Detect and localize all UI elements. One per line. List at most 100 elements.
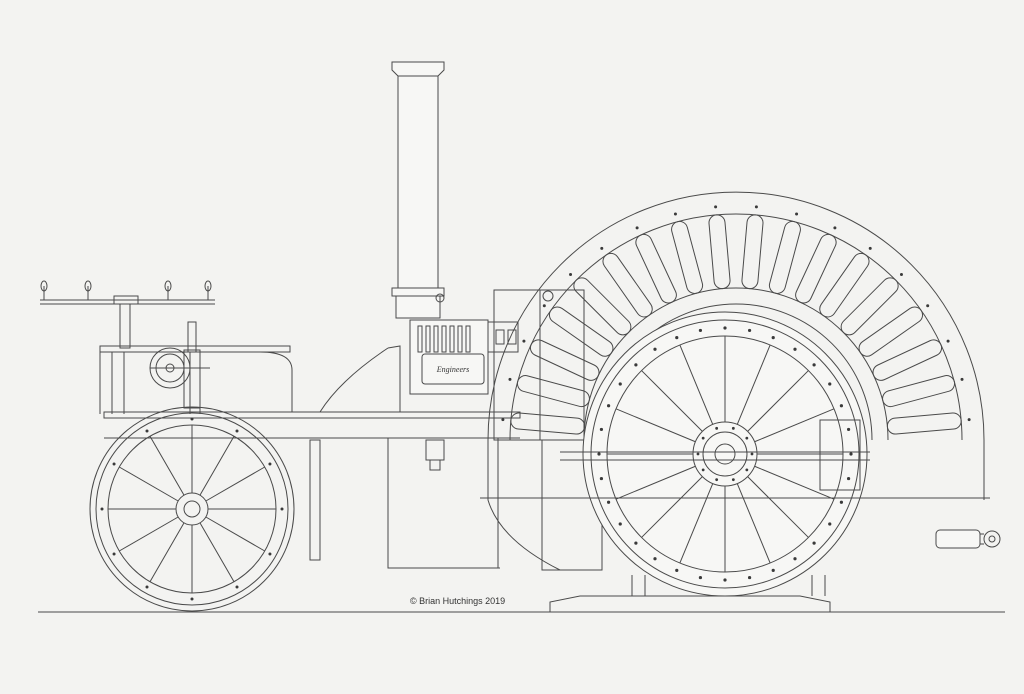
front-rim-bolt [190, 417, 194, 421]
paddle-slot [741, 214, 764, 290]
paddle-slot [840, 277, 899, 336]
rear-rim-rivet [839, 500, 844, 504]
base-plate [549, 575, 831, 612]
rear-axle-bar [480, 419, 990, 499]
paddle-slot [516, 375, 590, 408]
rear-spoke [679, 344, 714, 425]
paddle-rivet [542, 304, 546, 308]
rear-hub-bolt [715, 426, 719, 430]
front-rim-bolt [145, 585, 149, 589]
rear-wheel-spokes [607, 336, 843, 572]
paddle-slot [573, 277, 632, 336]
boiler [103, 345, 521, 569]
rear-hub-bolt [715, 478, 719, 482]
rear-rim-rivet [849, 452, 853, 456]
rear-rim-rivet [675, 568, 679, 573]
paddle-rivet [501, 418, 505, 422]
steering-gear [40, 280, 293, 414]
front-wheel [89, 406, 295, 612]
rear-rim-rivet [606, 500, 611, 504]
front-rim-bolt [145, 429, 149, 433]
rear-spoke [641, 370, 703, 432]
rear-hub-bolt [745, 468, 749, 472]
rear-rim-rivet [618, 382, 622, 386]
rear-spoke [736, 483, 771, 564]
paddle-slot [768, 220, 801, 294]
rear-rim-rivet [599, 476, 604, 481]
rear-spoke [754, 465, 835, 500]
paddle-slot [795, 233, 837, 304]
paddle-rivet [600, 246, 604, 250]
drawbar [935, 529, 1001, 549]
plate-engineers-text: Engineers [436, 365, 469, 374]
paddle-slot [510, 412, 586, 435]
rear-spoke [747, 476, 809, 538]
paddle-slot [872, 339, 943, 381]
rear-rim-rivet [634, 541, 638, 545]
front-spoke [199, 436, 235, 496]
front-spoke [199, 522, 235, 582]
paddle-slot [635, 233, 677, 304]
rear-hub-bolt [701, 436, 705, 440]
rear-rim-rivet [675, 335, 679, 340]
paddle-slot [548, 306, 614, 357]
rear-rim-rivet [747, 328, 752, 333]
front-rim-bolt [280, 507, 284, 511]
paddle-rivet [508, 377, 512, 381]
rear-hub-bolt [750, 452, 754, 456]
paddle-slot [886, 412, 962, 435]
paddle-rivet [926, 304, 930, 308]
front-spoke [205, 516, 265, 552]
rear-rim-rivet [771, 335, 775, 340]
rear-spoke [747, 370, 809, 432]
paddle-slot [529, 339, 600, 381]
paddle-rivet [967, 418, 971, 422]
paddle-rivet [673, 212, 677, 216]
rear-spoke [615, 408, 696, 443]
rear-spoke [641, 476, 703, 538]
paddle-rivet [960, 377, 964, 381]
paddle-rivet [833, 226, 837, 230]
rear-rim-rivet [599, 427, 604, 432]
front-spoke [149, 522, 185, 582]
front-rim-bolt [100, 507, 104, 511]
front-rim-bolt [235, 429, 239, 433]
front-spoke [149, 436, 185, 496]
paddle-slot [602, 252, 653, 318]
paddle-rivet [899, 273, 903, 277]
paddle-rivet [795, 212, 799, 216]
rear-rim-rivet [828, 382, 832, 386]
rear-rim-rivet [828, 522, 832, 526]
front-rim-bolt [190, 597, 194, 601]
paddle-rivet [635, 226, 639, 230]
paddle-rivet [946, 339, 950, 343]
rear-rim-rivet [812, 363, 816, 367]
front-rim-bolt [268, 462, 272, 466]
rear-rim-rivet [846, 427, 851, 432]
rear-rim-rivet [653, 347, 657, 351]
maker-plate: Engineers [421, 353, 485, 385]
front-spoke [119, 466, 179, 502]
rear-rim-rivet [723, 578, 727, 582]
rear-spoke [736, 344, 771, 425]
front-wheel-spokes [100, 417, 284, 601]
rear-rim-rivet [846, 476, 851, 481]
rear-rim-rivet [747, 575, 752, 580]
rear-hub-bolt [731, 426, 735, 430]
paddle-rivet [569, 273, 573, 277]
rear-rim-rivet [597, 452, 601, 456]
paddle-rivet [522, 339, 526, 343]
rear-hub-bolt [701, 468, 705, 472]
front-spoke [205, 466, 265, 502]
rear-wheel-rivets [597, 326, 853, 582]
paddle-slot [819, 252, 870, 318]
rear-rim-rivet [618, 522, 622, 526]
paddle-rivet [754, 205, 758, 209]
front-spoke [119, 516, 179, 552]
rear-rim-rivet [606, 404, 611, 408]
front-rim-bolt [112, 552, 116, 556]
rear-rim-rivet [698, 328, 703, 333]
rear-hub-bolt [745, 436, 749, 440]
